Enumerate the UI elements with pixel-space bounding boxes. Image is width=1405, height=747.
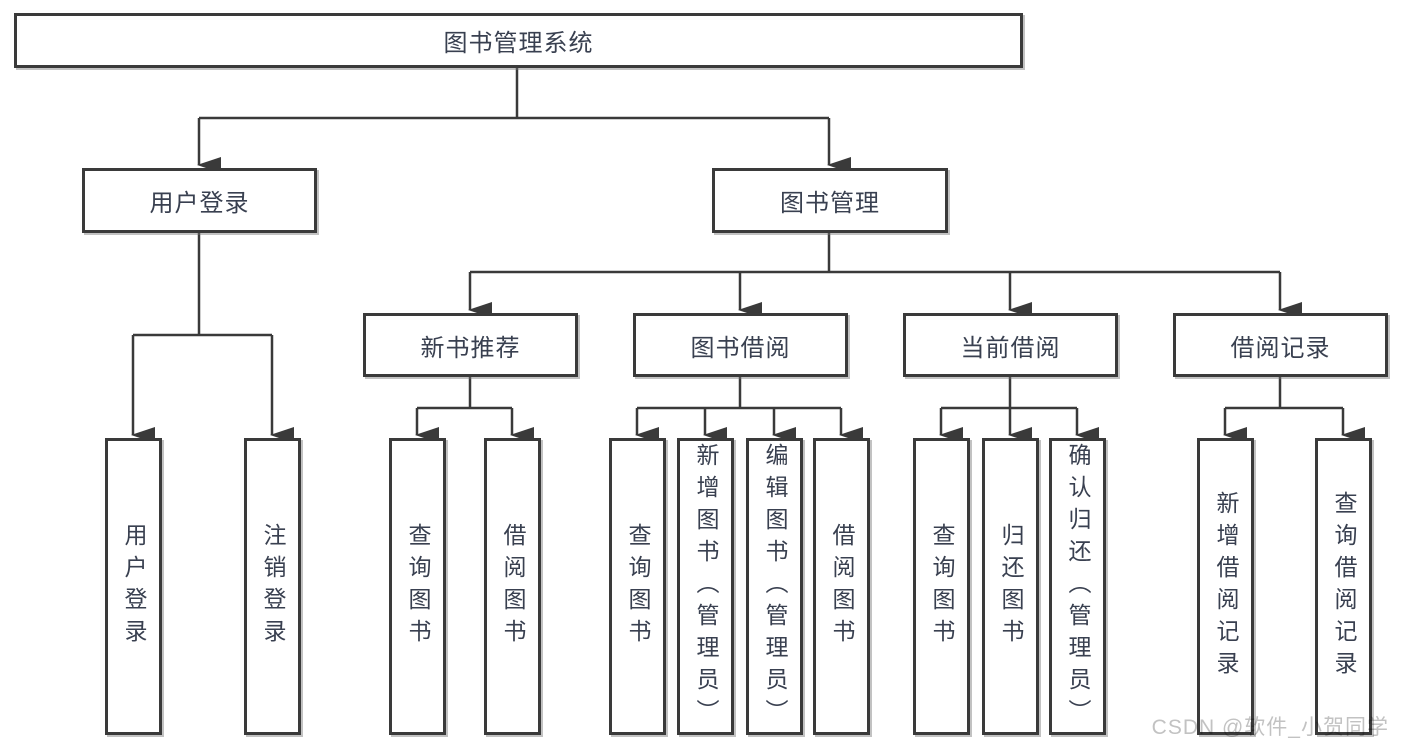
node-label: 当前借阅 (960, 334, 1061, 362)
node-label: 归还图书 (998, 522, 1024, 651)
node-label: 查询图书 (929, 522, 955, 651)
leaf-user-login: 用户登录 (105, 438, 162, 735)
node-label: 用户登录 (149, 190, 250, 217)
node-label: 查询图书 (405, 522, 431, 651)
leaf-add-borrow-record: 新增借阅记录 (1197, 438, 1254, 735)
node-label: 编辑图书（管理员） (762, 442, 788, 731)
node-borrow-records: 借阅记录 (1173, 313, 1388, 377)
csdn-watermark: CSDN @软件_小贺同学 (1151, 716, 1389, 739)
node-label: 借阅记录 (1230, 334, 1331, 362)
node-book-management: 图书管理 (712, 168, 948, 233)
node-label: 图书借阅 (690, 334, 791, 362)
node-book-borrow: 图书借阅 (633, 313, 848, 377)
node-label: 新增图书（管理员） (693, 442, 719, 731)
node-label: 新增借阅记录 (1213, 490, 1239, 683)
leaf-borrow-books: 借阅图书 (813, 438, 870, 735)
node-user-login: 用户登录 (82, 168, 317, 233)
leaf-logout: 注销登录 (244, 438, 301, 735)
node-current-borrow: 当前借阅 (903, 313, 1118, 377)
node-library-management-system: 图书管理系统 (14, 13, 1023, 68)
leaf-recommend-query-books: 查询图书 (389, 438, 446, 735)
node-label: 图书管理系统 (443, 30, 594, 57)
leaf-current-query-books: 查询图书 (913, 438, 970, 735)
leaf-return-books: 归还图书 (982, 438, 1039, 735)
leaf-add-books-admin: 新增图书（管理员） (677, 438, 734, 735)
node-label: 查询图书 (625, 522, 651, 651)
node-new-book-recommend: 新书推荐 (363, 313, 578, 377)
leaf-confirm-return-admin: 确认归还（管理员） (1049, 438, 1106, 735)
node-label: 查询借阅记录 (1331, 490, 1357, 683)
node-label: 用户登录 (121, 522, 147, 651)
leaf-edit-books-admin: 编辑图书（管理员） (746, 438, 803, 735)
leaf-recommend-borrow-books: 借阅图书 (484, 438, 541, 735)
node-label: 新书推荐 (420, 334, 521, 362)
node-label: 借阅图书 (500, 522, 526, 651)
node-label: 确认归还（管理员） (1065, 442, 1091, 731)
node-label: 注销登录 (260, 522, 286, 651)
leaf-query-borrow-record: 查询借阅记录 (1315, 438, 1372, 735)
leaf-borrow-query-books: 查询图书 (609, 438, 666, 735)
node-label: 借阅图书 (829, 522, 855, 651)
node-label: 图书管理 (780, 190, 880, 217)
